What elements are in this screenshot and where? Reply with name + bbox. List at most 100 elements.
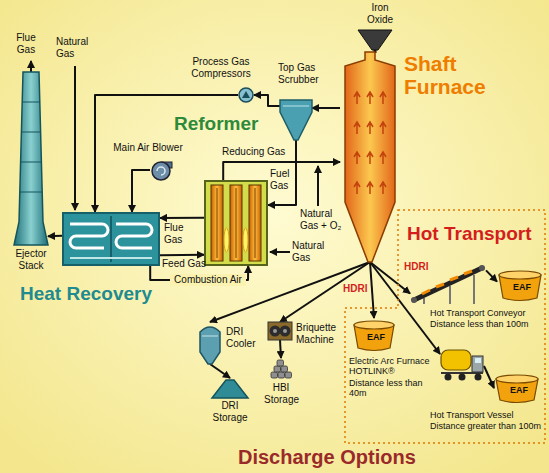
shaft-furnace-shape <box>354 92 360 104</box>
briquette-machine-shape <box>283 329 287 333</box>
gas-scrubber-shape <box>280 100 312 140</box>
hot-conveyor-shape <box>414 268 482 300</box>
ejector-stack-shape <box>20 102 42 192</box>
node-label: Shaft Furnace <box>404 52 496 98</box>
edge-label: Feed Gas <box>162 258 206 270</box>
node-note: Electric Arc Furnace HOTLINK® <box>349 356 431 377</box>
eaf-ladle: EAF <box>494 372 540 404</box>
reformer-shape <box>224 228 229 252</box>
shaft-furnace-shape <box>380 92 386 104</box>
edge-label: Combustion Air <box>170 274 246 286</box>
node-label: Main Air Blower <box>98 142 198 154</box>
hbi-storage-shape <box>278 372 285 378</box>
pipe-connector <box>280 340 281 358</box>
edge-label: HDRI <box>404 261 434 273</box>
node-note: Distance less than 40m <box>349 378 431 399</box>
hbi-storage-shape <box>274 366 281 372</box>
shaft-furnace-shape <box>380 152 386 164</box>
shaft-furnace-shape <box>380 122 386 134</box>
briquette-machine: Briquette Machine <box>268 322 292 340</box>
oxygen-injection-arrow <box>317 166 319 206</box>
edge-label: Reducing Gas <box>222 146 296 158</box>
pipe-connector <box>210 262 370 322</box>
node-label: Heat Recovery <box>20 284 180 305</box>
reformer-shape <box>230 185 242 261</box>
pipe-connector <box>132 170 150 212</box>
hot-transport-region: Hot TransportEAFElectric Arc Furnace HOT… <box>345 210 546 444</box>
hot-transport-vessel-shape <box>445 374 452 381</box>
pipe-connector <box>486 270 497 281</box>
ejector-stack-shape <box>14 72 48 245</box>
node-label: Ejector Stack <box>2 248 60 271</box>
pipe-connector <box>312 107 340 109</box>
gas-scrubber-shape <box>283 106 309 107</box>
storage-pile-shape <box>212 378 248 398</box>
briquette-machine-shape <box>268 322 292 340</box>
node-label: EAF <box>497 282 547 292</box>
node-label: Hot Transport Conveyor <box>430 308 546 318</box>
reformer-shape <box>204 180 268 266</box>
flue-outlet-arrow <box>30 61 32 72</box>
hot-conveyor-shape <box>422 271 472 294</box>
pipe-connector <box>160 217 204 219</box>
hbi-storage: HBI Storage <box>270 358 292 380</box>
pipe-connector <box>254 95 280 106</box>
node-label: Process Gas Compressors <box>176 56 266 79</box>
node-note: Distance greater than 100m <box>430 421 546 431</box>
shaft-furnace-shape <box>367 182 373 194</box>
flow-label: Natural Gas <box>292 240 336 263</box>
compressor-shape <box>242 91 250 98</box>
heat-recovery-unit: Heat Recovery <box>62 212 160 266</box>
shaft-furnace-shape <box>367 92 373 104</box>
dri-cooler: DRI Cooler <box>198 322 222 364</box>
shaft-furnace-shape <box>340 52 400 262</box>
edge-label: HDRI <box>343 283 371 295</box>
heat-recovery-unit-shape <box>62 212 160 266</box>
eaf-ladle: EAFElectric Arc Furnace HOTLINK®Distance… <box>352 318 396 352</box>
shaft-furnace-shape <box>354 182 360 194</box>
ejector-stack: Ejector Stack <box>14 72 48 245</box>
shaft-furnace: Shaft Furnace <box>340 52 400 262</box>
eaf-ladle-shape <box>496 375 538 383</box>
storage-pile: DRI Storage <box>212 378 248 398</box>
pipe-connector <box>48 235 62 238</box>
shaft-furnace-shape <box>345 52 395 262</box>
shaft-furnace-shape <box>354 152 360 164</box>
dri-cooler-shape <box>198 322 222 364</box>
node-label: Reformer <box>174 114 284 135</box>
hot-conveyor-shape <box>411 297 417 303</box>
pipe-connector <box>280 262 370 322</box>
air-blower: Main Air Blower <box>150 160 172 180</box>
dri-cooler-shape <box>200 327 220 364</box>
heat-recovery-unit-shape <box>70 257 152 259</box>
gas-scrubber-shape <box>280 100 312 140</box>
node-label: EAF <box>494 385 544 395</box>
hbi-storage-shape <box>285 372 292 378</box>
reformer-shape <box>249 185 261 261</box>
briquette-machine-shape <box>280 326 291 337</box>
natural-gas-pipe <box>74 66 76 210</box>
reformer-shape <box>205 181 267 265</box>
iron-oxide-hopper <box>358 30 392 50</box>
storage-pile-shape <box>212 380 248 398</box>
natural-gas-feed-pipe <box>270 251 290 253</box>
reformer: Reformer <box>204 180 268 266</box>
compressor-shape <box>238 88 254 102</box>
briquette-machine-shape <box>270 326 281 337</box>
section-heading: Discharge Options <box>238 446 468 468</box>
shaft-furnace-shape <box>367 122 373 134</box>
reformer-shape <box>255 188 256 258</box>
hbi-storage-shape <box>271 372 278 378</box>
hot-transport-vessel: Hot Transport VesselDistance greater tha… <box>440 342 484 382</box>
hbi-storage-shape <box>277 360 284 366</box>
hot-transport-vessel-shape <box>475 374 482 381</box>
ejector-stack-shape <box>14 72 48 245</box>
reformer-shape <box>217 188 218 258</box>
hbi-storage-shape <box>270 358 292 380</box>
hot-conveyor-shape <box>479 265 485 271</box>
hbi-storage-shape <box>281 366 288 372</box>
heat-recovery-unit-shape <box>116 224 152 248</box>
flow-label: Natural Gas <box>56 36 102 59</box>
